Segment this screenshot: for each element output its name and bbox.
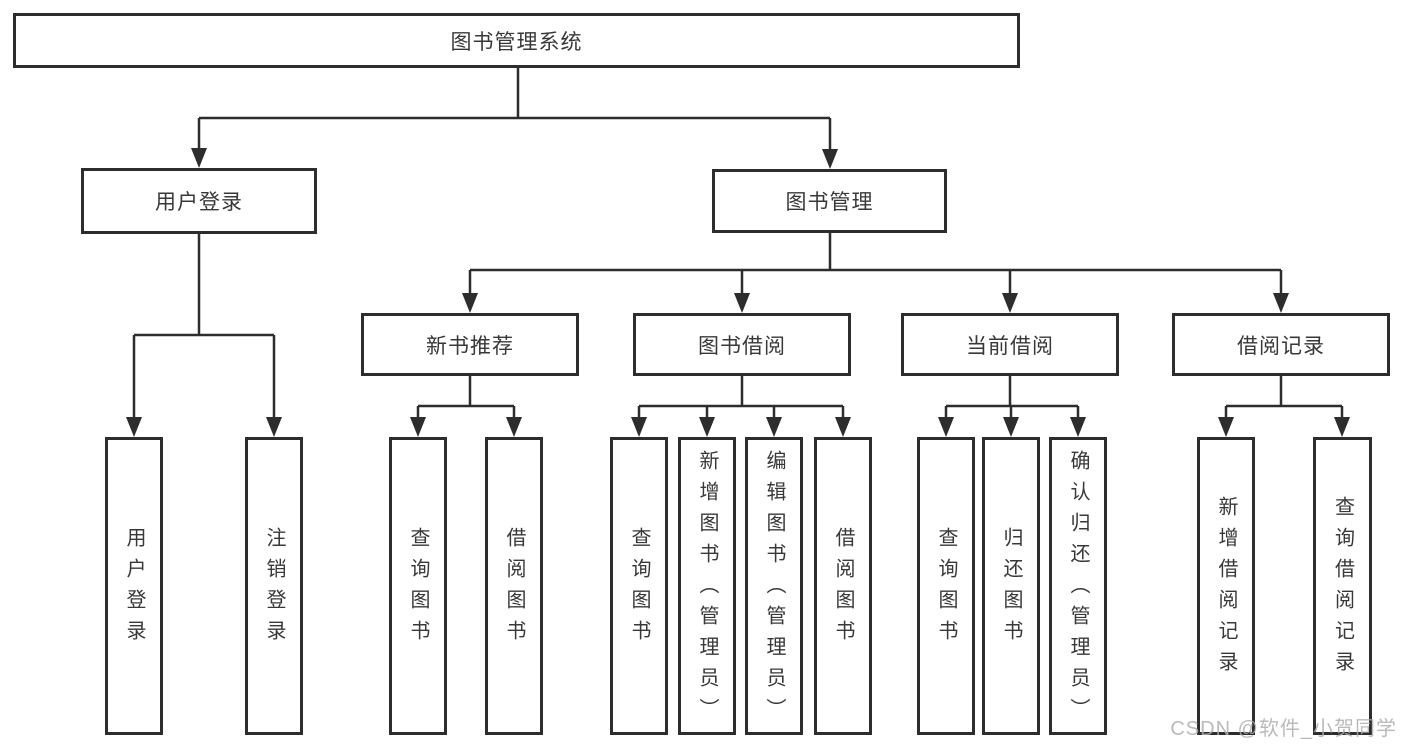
node-leaf-edit-book: 编辑图书（管理员） (745, 437, 803, 735)
node-leaf-add-borrow-record-label: 新增借阅记录 (1215, 496, 1237, 682)
node-leaf-query-book-1-label: 查询图书 (407, 527, 429, 651)
node-leaf-confirm-return: 确认归还（管理员） (1049, 437, 1107, 735)
node-leaf-return-book: 归还图书 (982, 437, 1040, 735)
node-leaf-logout-label: 注销登录 (263, 527, 285, 651)
node-leaf-edit-book-label: 编辑图书（管理员） (763, 449, 785, 729)
node-borrowing-records-label: 借阅记录 (1237, 334, 1325, 358)
node-leaf-query-book-3-label: 查询图书 (935, 527, 957, 651)
node-leaf-borrow-book-1-label: 借阅图书 (503, 527, 525, 651)
node-new-book-recommend-label: 新书推荐 (426, 334, 514, 358)
node-leaf-query-book-2: 查询图书 (610, 437, 668, 735)
node-leaf-add-borrow-record: 新增借阅记录 (1197, 437, 1255, 735)
csdn-watermark: CSDN @软件_小贺同学 (1170, 718, 1397, 740)
node-user-login: 用户登录 (81, 168, 317, 234)
node-root: 图书管理系统 (13, 13, 1020, 68)
node-leaf-user-login: 用户登录 (105, 437, 163, 735)
node-leaf-query-borrow-record: 查询借阅记录 (1313, 437, 1372, 735)
node-leaf-add-book-label: 新增图书（管理员） (696, 449, 718, 729)
node-leaf-query-borrow-record-label: 查询借阅记录 (1331, 496, 1354, 682)
node-leaf-query-book-3: 查询图书 (917, 437, 975, 735)
node-borrowing-records: 借阅记录 (1172, 313, 1390, 376)
node-current-borrowing-label: 当前借阅 (966, 334, 1054, 358)
node-leaf-user-login-label: 用户登录 (123, 527, 145, 651)
node-leaf-confirm-return-label: 确认归还（管理员） (1067, 449, 1089, 729)
node-leaf-query-book-1: 查询图书 (389, 437, 447, 735)
arrowhead-icons (126, 148, 1350, 437)
node-book-borrowing: 图书借阅 (633, 313, 851, 376)
node-leaf-borrow-book-2: 借阅图书 (814, 437, 872, 735)
node-book-management: 图书管理 (712, 169, 947, 233)
node-leaf-query-book-2-label: 查询图书 (628, 527, 650, 651)
node-leaf-return-book-label: 归还图书 (1000, 527, 1022, 651)
node-leaf-add-book: 新增图书（管理员） (678, 437, 736, 735)
node-current-borrowing: 当前借阅 (901, 313, 1119, 376)
node-leaf-borrow-book-2-label: 借阅图书 (832, 527, 854, 651)
node-book-borrowing-label: 图书借阅 (698, 334, 786, 358)
node-user-login-label: 用户登录 (155, 191, 243, 214)
node-new-book-recommend: 新书推荐 (361, 313, 579, 376)
node-leaf-borrow-book-1: 借阅图书 (485, 437, 543, 735)
node-book-management-label: 图书管理 (785, 191, 874, 214)
node-root-label: 图书管理系统 (450, 30, 583, 54)
node-leaf-logout: 注销登录 (245, 437, 303, 735)
